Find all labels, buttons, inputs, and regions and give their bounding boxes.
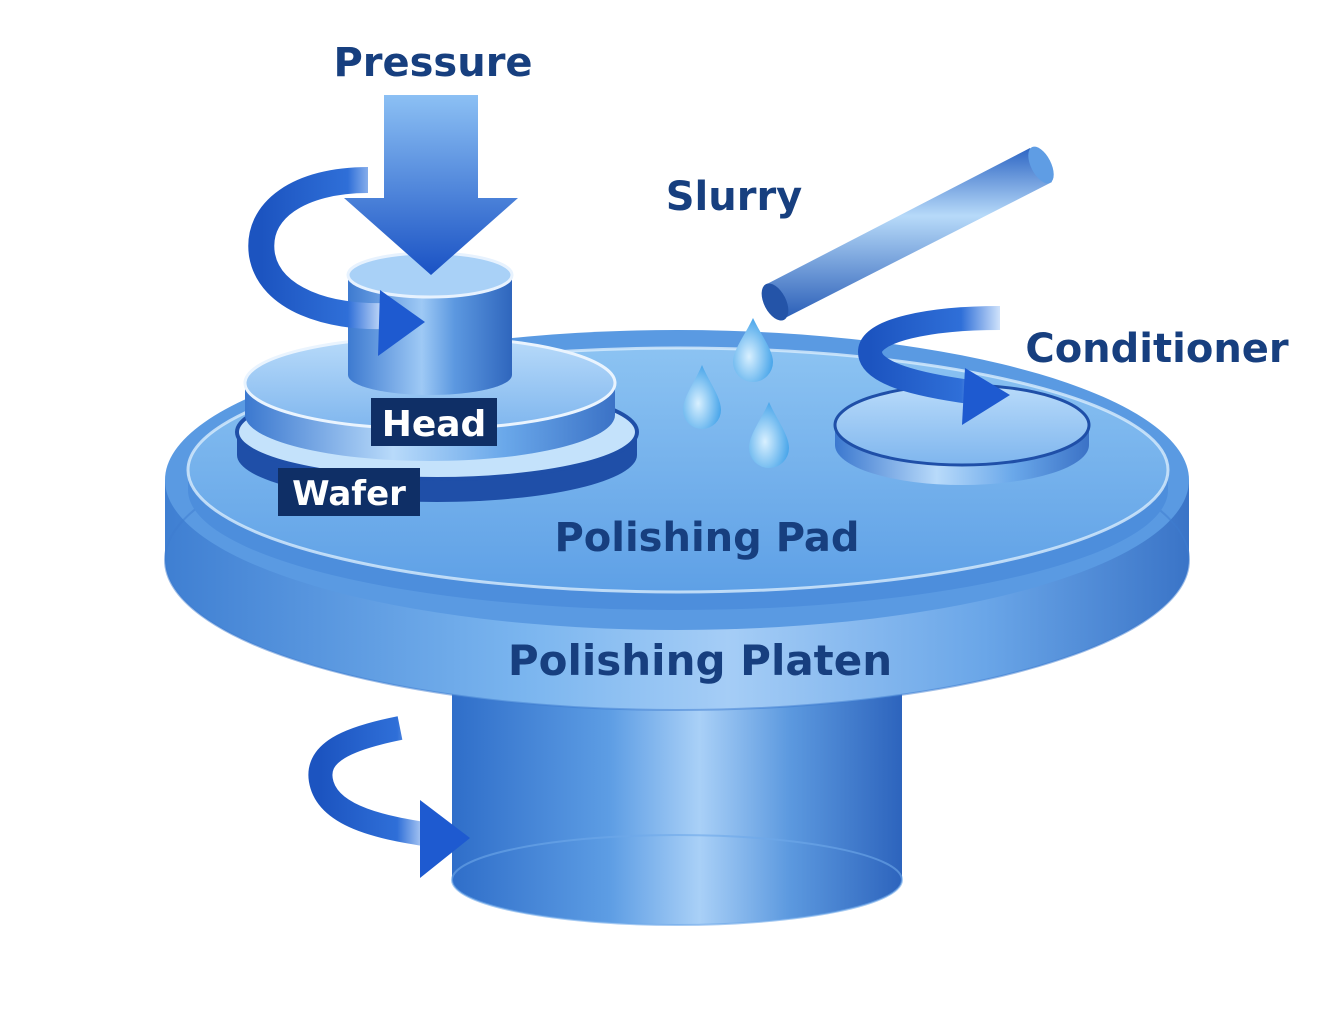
slurry-label: Slurry — [666, 174, 803, 220]
head-label: Head — [382, 404, 487, 445]
platen-spindle — [451, 690, 903, 926]
head-label-box: Head — [371, 398, 497, 446]
slurry-droplets-icon — [683, 318, 789, 468]
slurry-tube — [761, 146, 1054, 321]
head-rotation-arrow-icon — [248, 167, 425, 356]
platen-rotation-arrow-icon — [308, 716, 470, 878]
conditioner-rotation-arrow-icon — [857, 306, 1010, 425]
polishing-pad-label: Polishing Pad — [554, 515, 859, 561]
pressure-arrow-icon — [344, 95, 518, 275]
pressure-label: Pressure — [333, 40, 532, 86]
polishing-platen-label: Polishing Platen — [508, 636, 892, 685]
conditioner-label: Conditioner — [1025, 326, 1289, 372]
wafer-label-box: Wafer — [278, 468, 420, 516]
wafer-label: Wafer — [292, 474, 406, 514]
